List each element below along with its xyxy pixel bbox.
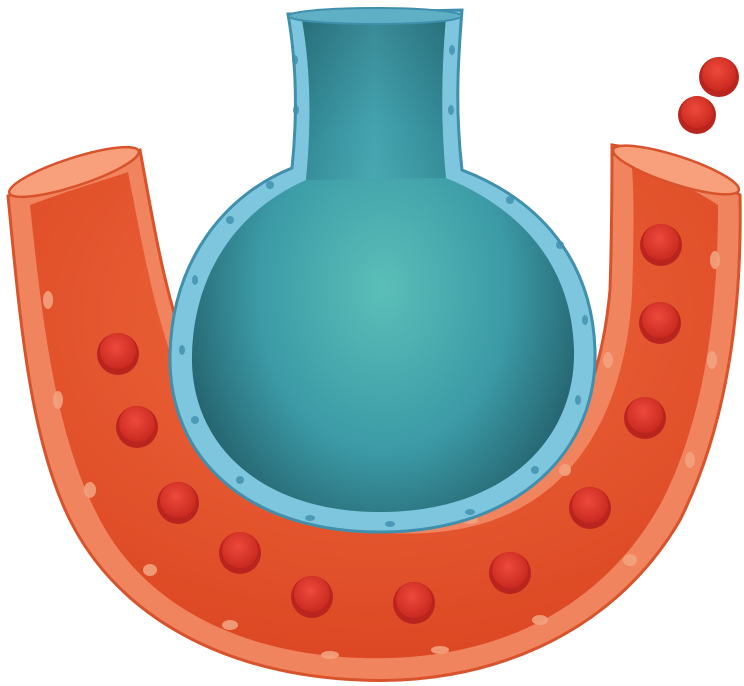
red-blood-cell (393, 582, 435, 624)
alveolus-opening (288, 8, 462, 24)
red-blood-cell (699, 57, 739, 97)
red-blood-cell (97, 333, 139, 375)
red-blood-cell (489, 552, 531, 594)
red-blood-cell (219, 532, 261, 574)
escaping-red-blood-cells (678, 57, 739, 134)
red-blood-cell (678, 96, 716, 134)
red-blood-cell (640, 224, 682, 266)
red-blood-cell (157, 482, 199, 524)
red-blood-cell (116, 406, 158, 448)
red-blood-cell (639, 302, 681, 344)
red-blood-cell (291, 576, 333, 618)
red-blood-cell (569, 487, 611, 529)
alveolus-neck-shading (302, 16, 446, 180)
alveolus (170, 8, 595, 532)
red-blood-cell (624, 397, 666, 439)
